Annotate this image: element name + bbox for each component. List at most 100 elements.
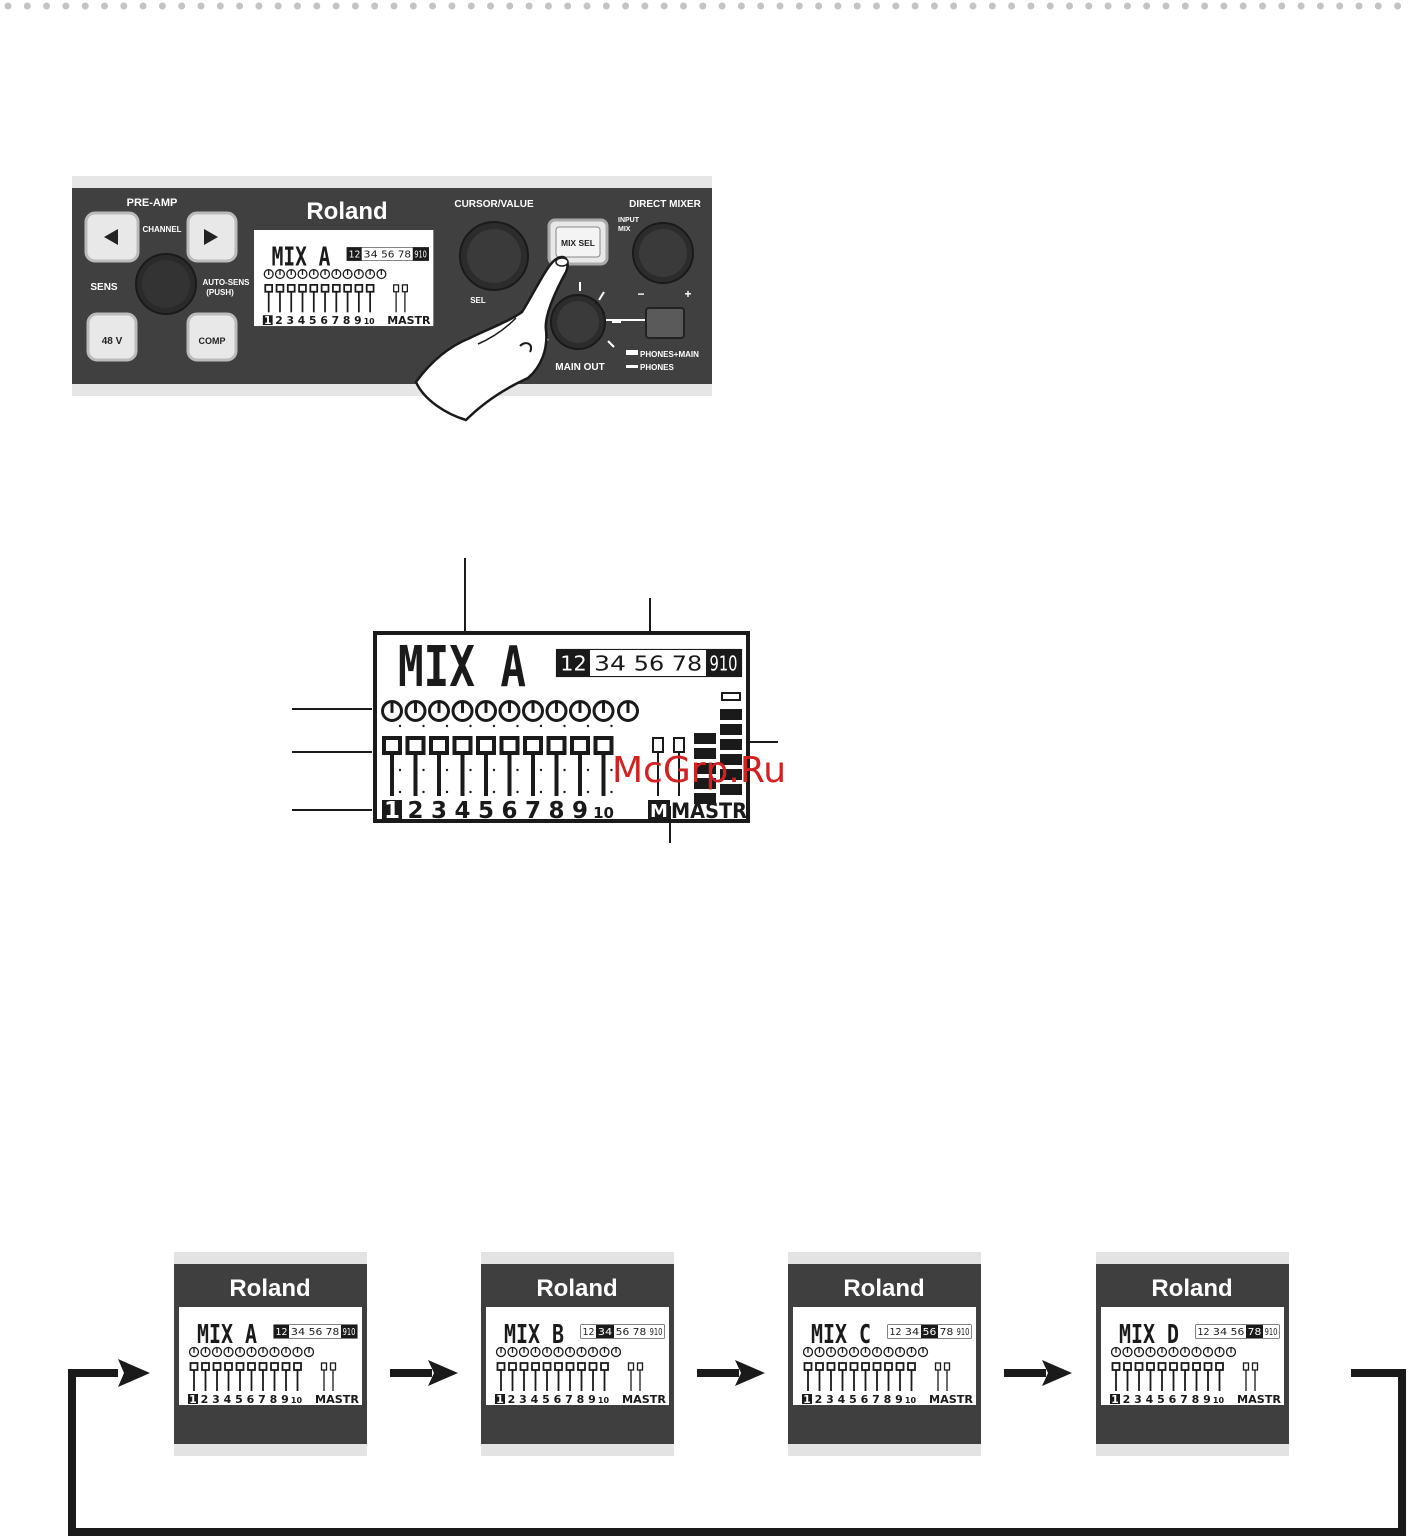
pair-label: 56 xyxy=(634,651,664,675)
mini-mix-title: MIX A xyxy=(197,1320,257,1350)
pair-cell xyxy=(1246,1325,1263,1338)
rule-dot xyxy=(795,2,803,10)
pair-label: 56 xyxy=(923,1327,937,1338)
pair-label: 910 xyxy=(414,250,427,261)
rule-dot xyxy=(274,2,282,10)
mini-channel-number: 6 xyxy=(554,1393,562,1406)
pair-label: 910 xyxy=(1265,1327,1278,1338)
fader-cap-icon xyxy=(401,284,409,293)
pair-cell xyxy=(274,1325,289,1338)
brand-logo: Roland xyxy=(1151,1275,1232,1302)
rule-dot xyxy=(1104,2,1112,10)
cursor-value-knob[interactable] xyxy=(459,221,529,291)
fader-cap-icon xyxy=(907,1362,916,1371)
mini-mix-title: MIX B xyxy=(504,1320,564,1350)
fader-cap-icon xyxy=(275,283,285,293)
rule-dot xyxy=(390,2,398,10)
pair-label: 56 xyxy=(309,1327,323,1338)
rule-dot xyxy=(873,2,880,10)
phones-switch[interactable] xyxy=(645,307,685,339)
fader-cap-icon xyxy=(565,1362,575,1371)
rule-dot xyxy=(23,2,31,10)
rule-dot xyxy=(853,2,861,10)
scale-dot xyxy=(398,724,402,728)
fader-cap-icon xyxy=(258,1362,268,1371)
fader-cap-icon xyxy=(1192,1362,1201,1371)
mini-channel-number: 5 xyxy=(309,314,317,327)
channel-left-button[interactable] xyxy=(84,211,140,263)
meter-segment-left xyxy=(694,733,716,744)
front-panel: PRE-AMP CHANNEL SENS AUTO-SENS (PUSH) 48… xyxy=(72,176,712,422)
comp-button[interactable]: COMP xyxy=(186,312,238,362)
rule-dot xyxy=(525,2,533,10)
fader-cap-icon xyxy=(546,736,567,755)
mini-selected-channel xyxy=(1110,1394,1120,1404)
phones-main-label: PHONES+MAIN xyxy=(640,350,699,359)
pair-label: 56 xyxy=(1231,1327,1245,1338)
fader-cap-icon xyxy=(365,283,375,293)
fader-cap-icon xyxy=(815,1362,824,1371)
fader-cap-icon xyxy=(1242,1362,1250,1371)
scale-dot xyxy=(469,768,472,772)
hand-icon xyxy=(414,255,569,422)
rule-dot xyxy=(718,2,726,10)
scale-dot xyxy=(563,724,566,728)
fader-cap-icon xyxy=(1146,1362,1155,1371)
phantom-48v-button[interactable]: 48 V xyxy=(86,312,138,362)
fader-cap-icon xyxy=(570,736,590,755)
mini-lcd-screen xyxy=(179,1307,362,1405)
fader-cap-icon xyxy=(826,1362,836,1371)
brand-logo: Roland xyxy=(843,1275,924,1302)
rule-dot xyxy=(81,2,89,10)
scale-dot xyxy=(516,768,519,772)
mini-channel-number: 7 xyxy=(1180,1393,1188,1406)
channel-right-button[interactable] xyxy=(186,211,238,263)
fader-cap-icon xyxy=(1157,1362,1167,1371)
pan-row xyxy=(381,700,639,722)
pair-label: 34 xyxy=(291,1327,305,1338)
scale-dot xyxy=(586,746,590,750)
mini-selected-channel xyxy=(495,1394,505,1404)
mix-sel-button[interactable]: MIX SEL xyxy=(547,218,609,266)
pair-cell xyxy=(614,1325,631,1338)
fader-cap-icon xyxy=(293,1362,302,1371)
mini-channel-number: 7 xyxy=(332,314,340,327)
pair-label: 910 xyxy=(650,1327,663,1338)
fader-cap-icon xyxy=(393,284,400,293)
scale-dot xyxy=(586,768,590,772)
pair-cell xyxy=(324,1325,341,1338)
arrow-right-icon xyxy=(697,1360,765,1386)
fader-cap-icon xyxy=(943,1362,951,1371)
rule-dot xyxy=(4,2,12,10)
fader-cap-icon xyxy=(496,1362,506,1371)
pair-label: 910 xyxy=(343,1327,356,1338)
pair-cell xyxy=(921,1325,938,1338)
fader-cap-icon xyxy=(320,283,330,293)
preamp-label: PRE-AMP xyxy=(127,197,178,209)
direct-mixer-knob[interactable] xyxy=(632,222,694,284)
cursor-value-label: CURSOR/VALUE xyxy=(454,199,534,210)
scale-dot xyxy=(469,746,472,750)
mini-channel-number: 10 xyxy=(364,317,375,326)
rule-dot xyxy=(139,2,147,10)
pair-cell xyxy=(590,650,630,676)
mini-channel-number: 6 xyxy=(1169,1393,1177,1406)
sens-knob[interactable] xyxy=(135,253,197,315)
fader-cap-icon xyxy=(320,1362,328,1371)
mini-channel-number: 1 xyxy=(803,1393,811,1406)
minus-label: − xyxy=(637,287,644,301)
meter-segment-right xyxy=(720,754,742,765)
phones-marker-icon xyxy=(626,365,638,368)
mini-channel-number: 1 xyxy=(264,314,272,327)
mini-channel-number: 8 xyxy=(343,314,351,327)
fader-cap-icon xyxy=(189,1362,199,1371)
svg-text:48 V: 48 V xyxy=(102,336,123,347)
meter-segment-right xyxy=(720,739,742,750)
rule-dot xyxy=(737,2,745,10)
main-out-knob[interactable] xyxy=(550,294,606,350)
scale-dot xyxy=(492,790,496,794)
fader-cap-icon xyxy=(499,736,520,755)
